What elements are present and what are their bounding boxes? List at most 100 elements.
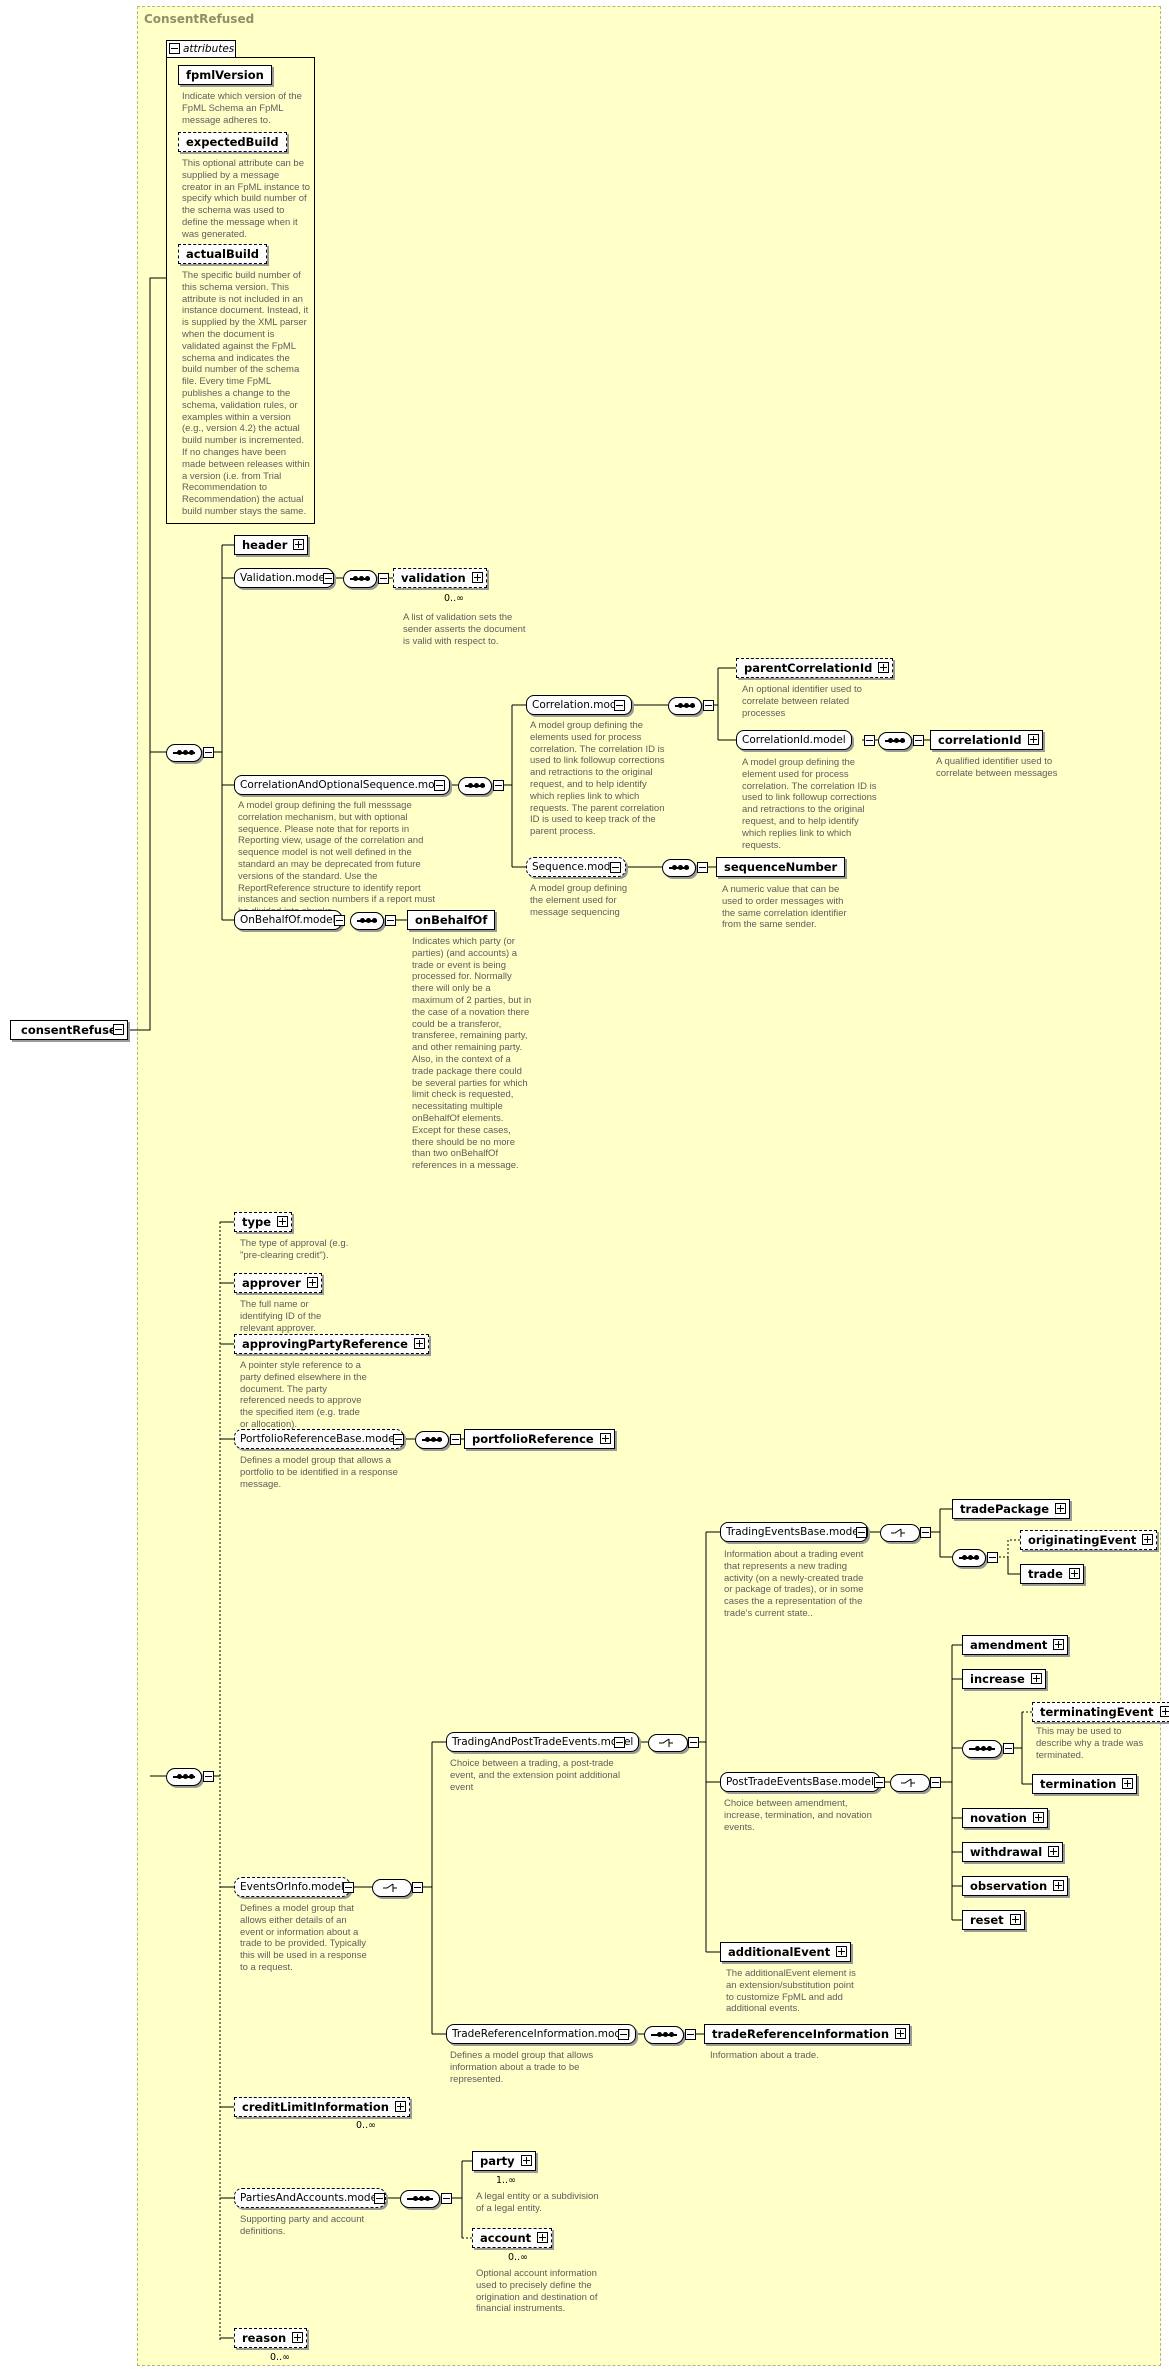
- collapse-icon[interactable]: [913, 735, 924, 746]
- element-header[interactable]: header: [234, 535, 309, 555]
- group-correlation-model[interactable]: Correlation.model: [526, 695, 632, 715]
- choice-compositor[interactable]: [648, 1734, 688, 1752]
- collapse-icon[interactable]: [203, 1771, 214, 1782]
- expand-icon[interactable]: [1053, 1880, 1065, 1891]
- sequence-compositor[interactable]: [166, 1768, 202, 1786]
- root-element-consentRefused[interactable]: consentRefused: [10, 1020, 128, 1040]
- collapse-icon[interactable]: [323, 573, 334, 584]
- attribute-fpmlVersion[interactable]: fpmlVersion: [178, 65, 272, 85]
- choice-compositor[interactable]: [890, 1774, 930, 1792]
- attribute-expectedBuild[interactable]: expectedBuild: [178, 132, 287, 152]
- collapse-icon[interactable]: [493, 780, 504, 791]
- attributes-tab[interactable]: attributes: [166, 40, 236, 57]
- element-amendment[interactable]: amendment: [962, 1635, 1069, 1655]
- expand-icon[interactable]: [1009, 1914, 1021, 1925]
- group-postTradeEventsBase-model[interactable]: PostTradeEventsBase.model: [720, 1772, 880, 1792]
- group-sequence-model[interactable]: Sequence.model: [526, 857, 626, 877]
- element-type[interactable]: type: [234, 1212, 293, 1232]
- group-eventsOrInfo-model[interactable]: EventsOrInfo.model: [234, 1877, 350, 1897]
- collapse-icon[interactable]: [618, 2029, 629, 2040]
- group-tradingAndPostTradeEvents-model[interactable]: TradingAndPostTradeEvents.model: [446, 1732, 640, 1752]
- collapse-icon[interactable]: [987, 1552, 998, 1563]
- choice-compositor[interactable]: [880, 1524, 920, 1542]
- collapse-icon[interactable]: [385, 915, 396, 926]
- collapse-icon[interactable]: [334, 915, 345, 926]
- element-validation[interactable]: validation: [393, 568, 487, 588]
- expand-icon[interactable]: [1159, 1706, 1169, 1717]
- collapse-icon[interactable]: [169, 43, 180, 54]
- element-parentCorrelationId[interactable]: parentCorrelationId: [736, 658, 894, 678]
- collapse-icon[interactable]: [203, 747, 214, 758]
- expand-icon[interactable]: [471, 572, 483, 583]
- collapse-icon[interactable]: [920, 1527, 931, 1538]
- collapse-icon[interactable]: [688, 1737, 699, 1748]
- sequence-compositor[interactable]: [952, 1549, 986, 1567]
- expand-icon[interactable]: [1048, 1846, 1060, 1857]
- collapse-icon[interactable]: [610, 862, 621, 873]
- sequence-compositor[interactable]: [644, 2026, 684, 2044]
- attribute-actualBuild[interactable]: actualBuild: [178, 244, 268, 264]
- expand-icon[interactable]: [599, 1433, 611, 1444]
- expand-icon[interactable]: [1027, 734, 1039, 745]
- collapse-icon[interactable]: [703, 700, 714, 711]
- expand-icon[interactable]: [520, 2155, 532, 2166]
- group-partiesAndAccounts-model[interactable]: PartiesAndAccounts.model: [234, 2188, 386, 2208]
- element-approvingPartyReference[interactable]: approvingPartyReference: [234, 1334, 429, 1354]
- sequence-compositor[interactable]: [668, 697, 702, 715]
- group-portfolioReferenceBase-model[interactable]: PortfolioReferenceBase.model: [234, 1429, 404, 1449]
- sequence-compositor[interactable]: [962, 1740, 1002, 1758]
- collapse-icon[interactable]: [343, 1882, 354, 1893]
- element-reason[interactable]: reason: [234, 2328, 308, 2348]
- collapse-icon[interactable]: [441, 2193, 452, 2204]
- collapse-icon[interactable]: [856, 1527, 867, 1538]
- sequence-compositor[interactable]: [878, 732, 912, 750]
- sequence-compositor[interactable]: [662, 859, 696, 877]
- collapse-icon[interactable]: [412, 1882, 423, 1893]
- collapse-icon[interactable]: [614, 1737, 625, 1748]
- expand-icon[interactable]: [306, 1277, 318, 1288]
- collapse-icon[interactable]: [450, 1434, 461, 1445]
- expand-icon[interactable]: [1053, 1639, 1065, 1650]
- collapse-icon[interactable]: [393, 1434, 404, 1445]
- element-reset[interactable]: reset: [962, 1910, 1025, 1930]
- collapse-icon[interactable]: [374, 2193, 385, 2204]
- element-portfolioReference[interactable]: portfolioReference: [464, 1429, 615, 1449]
- element-trade[interactable]: trade: [1020, 1564, 1084, 1584]
- element-party[interactable]: party: [472, 2151, 536, 2171]
- collapse-icon[interactable]: [874, 1777, 885, 1788]
- element-approver[interactable]: approver: [234, 1273, 322, 1293]
- group-tradingEventsBase-model[interactable]: TradingEventsBase.model: [720, 1522, 868, 1542]
- collapse-icon[interactable]: [685, 2029, 696, 2040]
- expand-icon[interactable]: [394, 2101, 406, 2112]
- expand-icon[interactable]: [836, 1946, 848, 1957]
- group-onBehalfOf-model[interactable]: OnBehalfOf.model: [234, 910, 342, 930]
- group-correlationId-model[interactable]: CorrelationId.model: [736, 730, 852, 750]
- element-novation[interactable]: novation: [962, 1808, 1048, 1828]
- group-correlation-and-optional-sequence[interactable]: CorrelationAndOptionalSequence.mo...: [234, 775, 451, 795]
- choice-compositor[interactable]: [372, 1879, 412, 1897]
- sequence-compositor[interactable]: [458, 777, 492, 795]
- element-account[interactable]: account: [472, 2228, 553, 2248]
- element-tradeReferenceInformation[interactable]: tradeReferenceInformation: [704, 2024, 911, 2044]
- expand-icon[interactable]: [1055, 1503, 1067, 1514]
- element-originatingEvent[interactable]: originatingEvent: [1020, 1530, 1158, 1550]
- expand-icon[interactable]: [277, 1216, 289, 1227]
- element-withdrawal[interactable]: withdrawal: [962, 1842, 1064, 1862]
- element-creditLimitInformation[interactable]: creditLimitInformation: [234, 2097, 410, 2117]
- expand-icon[interactable]: [413, 1338, 425, 1349]
- group-tradeReferenceInformation-model[interactable]: TradeReferenceInformation.model: [446, 2024, 637, 2044]
- element-additionalEvent[interactable]: additionalEvent: [720, 1942, 852, 1962]
- sequence-compositor[interactable]: [415, 1431, 449, 1449]
- collapse-icon[interactable]: [930, 1777, 941, 1788]
- element-observation[interactable]: observation: [962, 1876, 1069, 1896]
- expand-icon[interactable]: [1142, 1534, 1154, 1545]
- sequence-compositor[interactable]: [400, 2190, 440, 2208]
- collapse-icon[interactable]: [697, 862, 708, 873]
- element-terminatingEvent[interactable]: terminatingEvent: [1032, 1702, 1169, 1722]
- expand-icon[interactable]: [1032, 1812, 1044, 1823]
- collapse-icon[interactable]: [434, 780, 445, 791]
- element-increase[interactable]: increase: [962, 1669, 1046, 1689]
- expand-icon[interactable]: [293, 539, 305, 550]
- element-sequenceNumber[interactable]: sequenceNumber: [716, 857, 846, 877]
- element-termination[interactable]: termination: [1032, 1774, 1138, 1794]
